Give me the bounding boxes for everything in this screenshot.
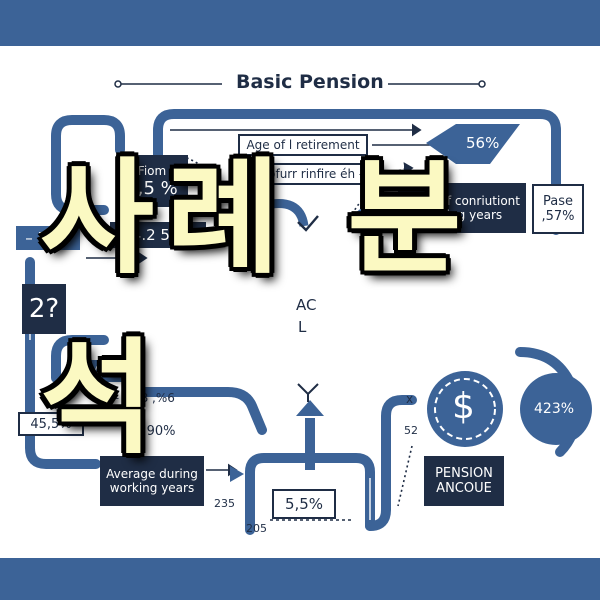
label-top-small: ö (232, 205, 239, 216)
pipe-left-upper (51, 115, 125, 215)
arrowhead-up-center (296, 400, 324, 416)
box-age-retirement: Age of l retirement (238, 134, 368, 156)
diamond-56 (426, 124, 520, 164)
overlay-title: 사례 분석 (40, 147, 474, 471)
box-pct-45-5: 45,5% (18, 412, 84, 436)
box-years-line2: durring years (421, 208, 503, 222)
pipe-curved-right (347, 203, 387, 228)
box-pct-54: – 54% (16, 226, 80, 250)
bottom-banner (0, 558, 600, 600)
box-pension-line1: PENSION (435, 466, 493, 481)
connector-dotted-right (397, 445, 413, 507)
pipe-center-right (365, 395, 417, 531)
label-235: 235 (214, 497, 235, 510)
box-pase-label: Pase (543, 194, 573, 209)
pipe-top-loop (153, 109, 561, 235)
box-pase-value: ,57% (541, 209, 575, 224)
title-rule-right-dot (478, 80, 486, 88)
figure-icon (297, 383, 319, 402)
box-from: Fiom 4,5 % (116, 155, 188, 207)
top-banner (0, 0, 600, 46)
box-years-line1: Years of conriutiont (404, 194, 520, 208)
box-left-value: 2? (22, 284, 66, 334)
dollar-circle (427, 371, 503, 447)
box-average: Average during working years (100, 456, 204, 506)
box-ma-text: Ma (89, 364, 107, 378)
diagram-title: Basic Pension (236, 71, 384, 93)
box-pct-44-50: 44.2 50% (110, 222, 206, 248)
box-pension-line2: ANCOUE (436, 481, 492, 496)
box-average-line2: working years (109, 481, 195, 495)
label-cut-ac: AC (296, 296, 317, 314)
pipe-left-vertical (25, 257, 101, 469)
box-age-further: Age ofurr rinfire éh – (238, 163, 368, 185)
dollar-circle-ring (434, 378, 496, 440)
pct-circle-label: 423% (534, 401, 575, 417)
arrowhead-curved-left (244, 192, 264, 220)
box-pct-54-text: – 54% (25, 229, 71, 247)
pipe-middle-left (133, 387, 267, 435)
box-years-contribution: Years of conriutiont durring years (398, 183, 526, 233)
box-left-value-text: 2? (28, 294, 60, 324)
box-pct-45-5-text: 45,5% (30, 416, 72, 432)
box-age-further-text: Age ofurr rinfire éh – (241, 167, 365, 181)
pipe-left-lower (51, 335, 109, 383)
box-ma: Ma (70, 360, 126, 382)
box-from-label: Fiom (137, 163, 167, 178)
label-205: 205 (246, 522, 267, 535)
arrowhead-bottom-left (230, 466, 244, 482)
box-pct-5-5-text: 5,5% (284, 495, 324, 513)
box-pension-income: PENSION ANCOUE (424, 456, 504, 506)
label-52: 52 (404, 424, 418, 437)
dollar-icon: $ (452, 386, 475, 427)
box-pase: Pase ,57% (532, 184, 584, 234)
label-row-36: 36 – ≈ ,8 ,%6 (94, 391, 175, 405)
connector-dotted-curve (351, 162, 414, 215)
box-age-retirement-text: Age of l retirement (246, 138, 360, 152)
box-pct-5-5: 5,5% (272, 489, 336, 519)
pct-circle (520, 373, 592, 445)
connector-dotted-left (181, 155, 233, 205)
box-pct-44-50-text: 44.2 50% (122, 226, 194, 244)
label-x: x (406, 392, 414, 406)
pipe-curved-left (260, 199, 309, 227)
diamond-56-label: 56% (466, 134, 500, 152)
box-average-line1: Average during (106, 467, 198, 481)
check-mark (297, 215, 319, 232)
title-rule-left-dot (114, 80, 122, 88)
arrowhead-right-center (384, 196, 400, 220)
label-cut-l: L (298, 318, 307, 336)
label-pct-90: – 90% (136, 424, 176, 439)
box-from-value: 4,5 % (126, 177, 178, 199)
